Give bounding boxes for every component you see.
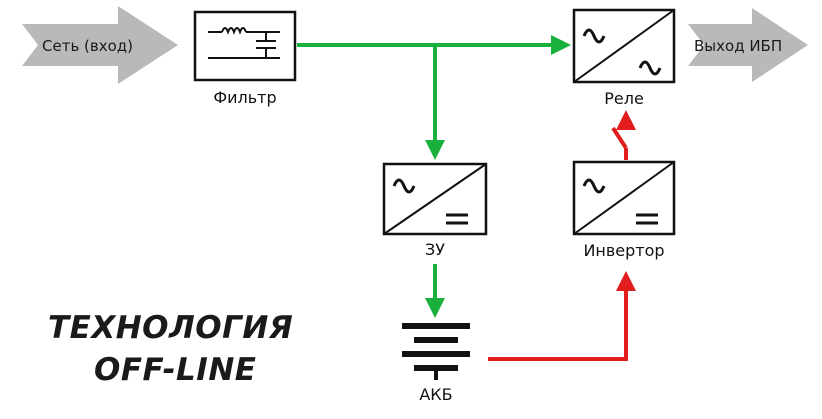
filter-label: Фильтр <box>213 88 276 107</box>
battery-power-path <box>488 110 636 361</box>
relay-label: Реле <box>604 89 644 108</box>
input-power-path <box>297 35 571 318</box>
input-arrow <box>22 6 178 84</box>
filter-block <box>193 10 297 82</box>
lc-filter-icon <box>208 27 280 59</box>
battery-label: АКБ <box>419 385 452 404</box>
tilde-wave-icon <box>638 60 662 76</box>
output-arrow <box>688 8 808 82</box>
battery-cells-icon <box>402 323 470 380</box>
title-line-1: ТЕХНОЛОГИЯ <box>48 310 293 346</box>
equals-dc-icon <box>636 213 658 225</box>
output-label: Выход ИБП <box>694 37 782 55</box>
open-switch-icon <box>611 126 628 150</box>
inverter-label: Инвертор <box>583 241 664 260</box>
input-label: Сеть (вход) <box>42 37 133 55</box>
charger-label: ЗУ <box>425 240 445 259</box>
tilde-wave-icon <box>392 178 416 194</box>
charger-block <box>382 162 488 236</box>
equals-dc-icon <box>446 213 468 225</box>
inverter-block <box>572 160 676 236</box>
relay-block <box>572 8 676 84</box>
title-line-2: OFF-LINE <box>94 352 256 388</box>
tilde-wave-icon <box>582 28 606 44</box>
tilde-wave-icon <box>582 178 606 194</box>
